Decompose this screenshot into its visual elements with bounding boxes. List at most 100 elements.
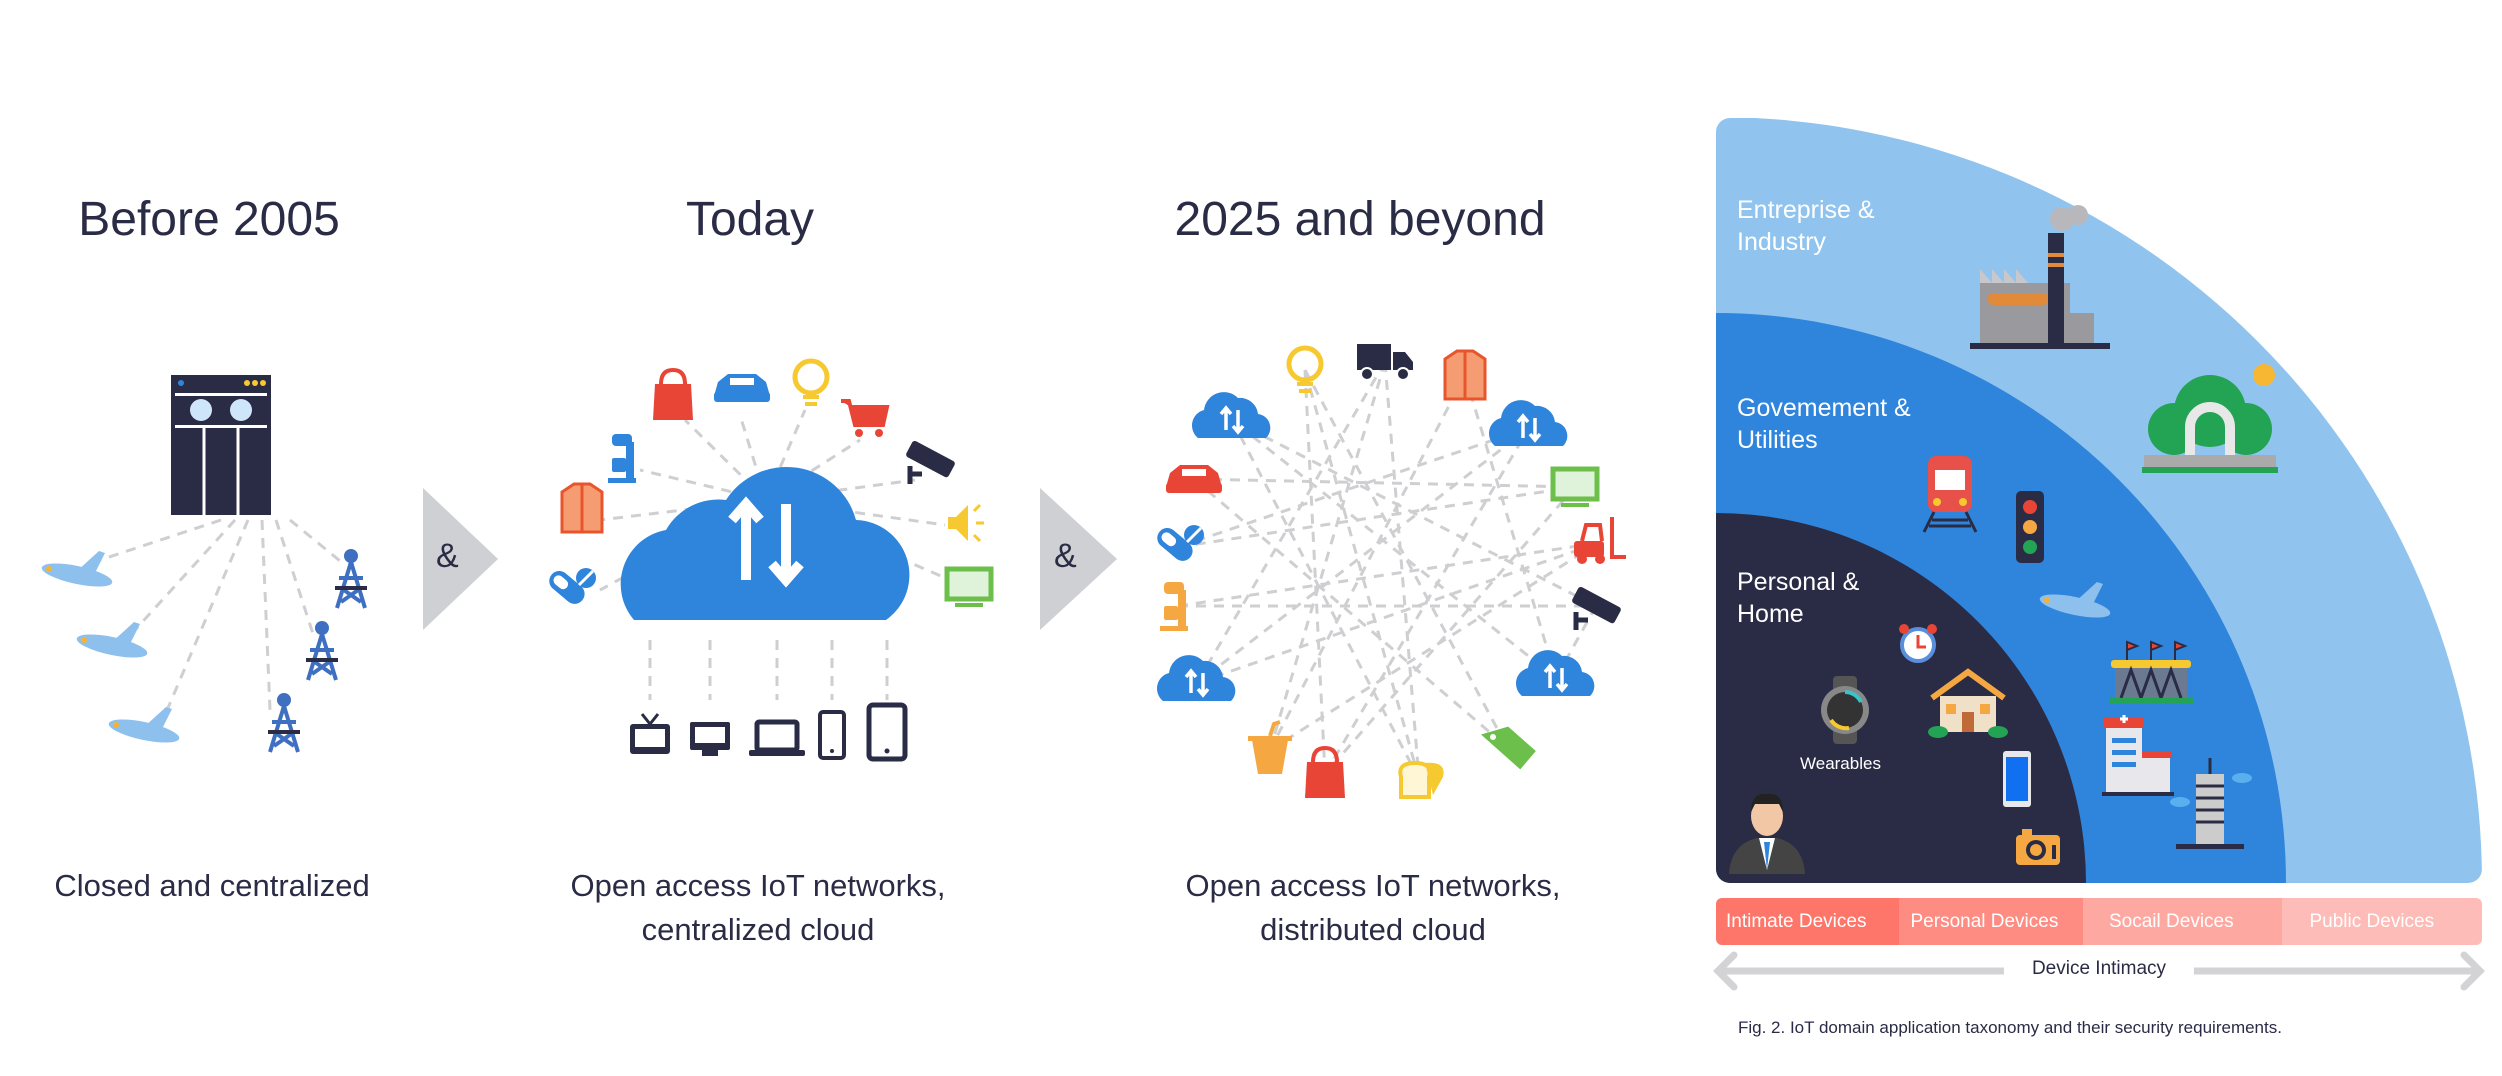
label-line: Home (1737, 600, 1804, 628)
dashed-connection (1231, 418, 1557, 680)
security-camera-icon (906, 440, 955, 484)
dashed-connection (99, 518, 222, 562)
dashed-connection (1303, 369, 1327, 775)
dashed-connection (764, 409, 807, 501)
device-class-intimate: Intimate Devices (1716, 898, 1899, 945)
device-intimacy-label: Device Intimacy (2003, 958, 2195, 980)
label-line: Personal & (1737, 568, 1860, 596)
transmission-tower-icon (268, 693, 300, 753)
factory-icon (1970, 205, 2110, 349)
price-tag-icon (1481, 726, 1536, 770)
cloud-icon (1515, 650, 1595, 696)
stadium-icon (2109, 640, 2193, 703)
pill-icon (1157, 525, 1204, 561)
panel-title-future: 2025 and beyond (1174, 193, 1546, 246)
caption-line: Closed and centralized (54, 868, 370, 903)
panel-caption-future: Open access IoT networks, distributed clo… (1185, 864, 1560, 952)
pill-icon (549, 568, 596, 604)
dashed-connection (1230, 419, 1421, 780)
forklift-icon (1574, 517, 1626, 564)
dashed-connection (738, 414, 768, 501)
panel-caption-today: Open access IoT networks, centralized clo… (570, 864, 945, 952)
speaker-icon (948, 503, 984, 543)
tablet-icon (866, 702, 908, 762)
dashed-connection (1268, 361, 1387, 751)
dashed-connection (1554, 605, 1598, 679)
transmission-tower-icon (306, 621, 338, 681)
shopping-cart-icon (841, 399, 890, 437)
desktop-icon (690, 722, 730, 756)
park-icon (2142, 364, 2278, 473)
train-icon (1922, 456, 1978, 533)
mobile-phone-icon (2003, 751, 2031, 807)
dashed-connection (765, 498, 951, 582)
caption-line: Open access IoT networks, (570, 868, 946, 903)
figure-caption: Fig. 2. IoT domain application taxonomy … (1738, 1018, 2282, 1037)
device-class-public: Public Devices (2281, 898, 2482, 945)
light-bulb-icon (792, 358, 830, 406)
dashed-connection (1383, 361, 1421, 780)
traffic-light-icon (2016, 491, 2044, 563)
cloud-icon (1488, 400, 1568, 446)
dashed-connection (1195, 361, 1387, 684)
panel-title-today: Today (685, 193, 815, 246)
dashed-connection (260, 519, 272, 711)
dashed-connection (1193, 477, 1508, 749)
dashed-connection (1177, 541, 1599, 608)
airplane-icon (2039, 582, 2111, 618)
bread-icon (1398, 760, 1444, 799)
caption-line: Open access IoT networks, (1185, 868, 1561, 903)
ring-label-enterprise: Entreprise & Industry (1737, 194, 1875, 258)
skyscraper-icon (2170, 758, 2252, 849)
alarm-clock-icon (1899, 624, 1937, 663)
connection-lines (99, 361, 1599, 780)
dashed-connection (1323, 427, 1531, 775)
dashed-connection (1323, 486, 1577, 775)
laptop-icon (749, 719, 805, 756)
monitor-icon (1550, 466, 1600, 507)
caption-line: distributed cloud (1260, 912, 1486, 947)
panel-title-before-2005: Before 2005 (78, 193, 340, 246)
label-line: Industry (1737, 228, 1826, 256)
caption-line: centralized cloud (641, 912, 875, 947)
airplane-icon (41, 551, 113, 587)
airplane-icon (108, 707, 180, 743)
hospital-icon (2102, 715, 2174, 796)
coffee-machine-icon (608, 434, 636, 483)
car-icon (1166, 465, 1222, 493)
dashed-connection (289, 518, 346, 567)
light-bulb-icon (1286, 345, 1324, 393)
coat-icon (560, 482, 604, 534)
tv-icon (630, 713, 670, 754)
dashed-connection (1177, 426, 1530, 549)
dashed-connection (1177, 485, 1576, 549)
transition-arrow-2 (1040, 488, 1117, 630)
coat-icon (1443, 349, 1487, 401)
device-class-personal: Personal Devices (1898, 898, 2083, 945)
label-line: Utilities (1737, 426, 1818, 454)
dashed-connection (1196, 426, 1530, 685)
device-class-social: Socail Devices (2083, 898, 2282, 945)
dashed-connection (274, 519, 317, 641)
transmission-tower-icon (335, 549, 367, 609)
ampersand-1: & (436, 537, 459, 575)
monitor-icon (944, 566, 994, 607)
ring-label-government: Govemement & Utilities (1737, 392, 1911, 456)
cloud-icon (1156, 655, 1236, 701)
security-camera-icon (1572, 586, 1621, 630)
dashed-connection (1231, 418, 1597, 608)
label-line: Govemement & (1737, 394, 1911, 422)
drink-cup-icon (1248, 720, 1292, 774)
server-icon (171, 375, 271, 515)
panel-caption-before-2005: Closed and centralized (54, 864, 369, 908)
coffee-machine-icon (1160, 582, 1188, 631)
airplane-icon (76, 622, 148, 658)
ring-label-personal: Personal & Home (1737, 566, 1859, 630)
house-icon (1928, 668, 2008, 738)
camera-icon (2016, 829, 2060, 865)
label-line: Entreprise & (1737, 196, 1875, 224)
device-class-bar: Intimate Devices Personal Devices Socail… (1716, 898, 2482, 945)
smartphone-icon (818, 710, 846, 760)
dashed-connection (133, 518, 237, 632)
